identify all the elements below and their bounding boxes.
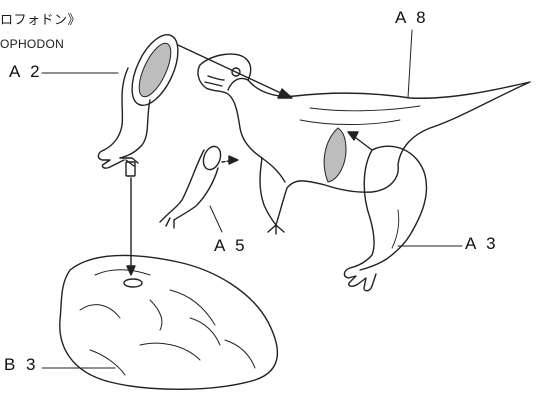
arrow-a2-to-body xyxy=(178,45,285,95)
leader-a8 xyxy=(408,30,412,98)
part-a5-arm xyxy=(160,144,238,232)
part-b3-base xyxy=(60,255,278,389)
arrow-a2-head xyxy=(278,89,292,98)
part-a2-foreleg xyxy=(98,28,187,176)
part-a3-hindleg xyxy=(344,146,426,291)
